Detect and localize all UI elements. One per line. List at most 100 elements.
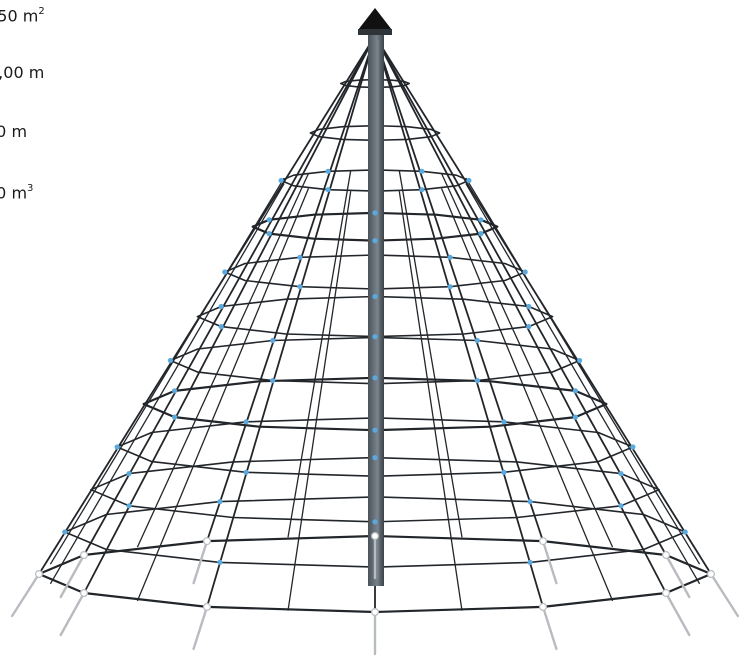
rope-connector	[243, 469, 249, 475]
rope-connector	[372, 210, 378, 216]
rope-connector	[126, 471, 132, 477]
secondary-rope	[287, 191, 352, 611]
anchor-ring	[371, 607, 380, 616]
secondary-rope	[440, 173, 614, 548]
rope-connector	[478, 231, 484, 237]
rope-connector	[474, 378, 480, 384]
secondary-rope	[440, 188, 614, 602]
anchor-ring	[538, 602, 547, 611]
volume-spec: 00 m3	[0, 180, 33, 203]
rope-connector	[372, 455, 378, 461]
volume-power: 3	[27, 183, 34, 194]
area-value: 5,50	[0, 6, 18, 26]
rope-connector	[577, 357, 583, 364]
radial-rope	[206, 35, 376, 542]
secondary-rope	[287, 170, 352, 538]
rope-connector	[270, 378, 276, 384]
rope-connector	[325, 168, 331, 174]
rope-connector	[266, 217, 272, 223]
rope-connector	[501, 469, 507, 475]
anchor-ring	[203, 602, 212, 611]
pole-cap	[358, 8, 392, 30]
secondary-rope	[49, 177, 285, 565]
radial-rope	[83, 35, 376, 594]
ground-anchor-rope	[192, 605, 209, 651]
anchor-ring	[538, 537, 547, 546]
secondary-rope	[398, 191, 463, 611]
area-unit: m	[22, 6, 39, 26]
rope-connector	[447, 284, 453, 290]
radial-rope	[374, 35, 544, 608]
radial-rope	[374, 35, 712, 575]
rope-connector	[466, 177, 472, 184]
anchor-ring	[203, 537, 212, 546]
rope-connector	[266, 231, 272, 237]
rope-connector	[217, 499, 223, 505]
anchor-ring	[79, 550, 88, 559]
volume-unit: m	[11, 183, 28, 203]
rope-connector	[372, 293, 378, 300]
radial-rope	[206, 35, 376, 608]
anchor-ring	[661, 588, 670, 597]
rope-connector	[372, 375, 378, 381]
rope-connector	[372, 238, 378, 244]
rope-connector	[682, 529, 688, 535]
area-spec: 5,50 m2	[0, 3, 45, 26]
ground-anchor-rope	[541, 605, 558, 651]
anchor-ring	[34, 569, 43, 578]
rope-connector	[572, 414, 579, 420]
rope-connector	[526, 303, 532, 310]
rope-connector	[270, 337, 276, 344]
radial-rope	[374, 35, 667, 594]
rope-connector	[527, 499, 533, 505]
rope-connector	[62, 529, 68, 535]
rope-connector	[243, 419, 249, 425]
rope-connector	[325, 187, 331, 193]
rope-connector	[630, 444, 636, 450]
rope-connector	[478, 217, 484, 223]
rope-connector	[217, 559, 223, 566]
ground-anchor-rope	[709, 572, 740, 618]
ground-anchor-rope	[664, 553, 691, 599]
pole-cap-base	[358, 29, 392, 35]
rope-connector	[618, 471, 624, 477]
secondary-rope	[465, 183, 701, 585]
rope-connector	[618, 503, 624, 509]
radial-rope	[374, 35, 544, 542]
rope-connector	[114, 444, 120, 450]
area-power: 2	[38, 6, 45, 17]
anchor-ring	[706, 569, 715, 578]
secondary-rope	[136, 173, 310, 548]
ground-anchors	[10, 531, 740, 656]
ground-anchor-rope	[664, 591, 691, 637]
volume-value: 00	[0, 183, 7, 203]
rope-connector	[167, 357, 173, 364]
secondary-rope	[49, 183, 285, 585]
height-spec: 9,00 m	[0, 63, 45, 82]
anchor-ring	[79, 588, 88, 597]
ground-anchor-rope	[541, 539, 558, 585]
ground-anchor-rope	[59, 591, 86, 637]
rope-connector	[419, 187, 425, 193]
rope-connector	[172, 388, 178, 394]
ground-anchor-rope	[59, 553, 86, 599]
radial-rope	[83, 35, 376, 556]
anchor-ring	[371, 531, 380, 540]
rope-connector	[278, 177, 284, 184]
rope-connector	[372, 334, 378, 340]
rope-connector	[218, 303, 224, 310]
rope-connector	[297, 254, 303, 260]
rope-connector	[419, 168, 425, 174]
rope-connector	[526, 324, 532, 330]
secondary-rope	[136, 188, 310, 602]
free-fall-spec: 80 m	[0, 122, 28, 141]
specifications: 5,50 m2 9,00 m 80 m 00 m3 8	[0, 0, 120, 300]
rope-connector	[572, 388, 579, 394]
rope-connector	[501, 419, 507, 425]
rope-connector	[372, 519, 378, 525]
rope-connector	[172, 414, 178, 420]
rope-connector	[218, 324, 224, 330]
rope-connector	[222, 269, 228, 275]
